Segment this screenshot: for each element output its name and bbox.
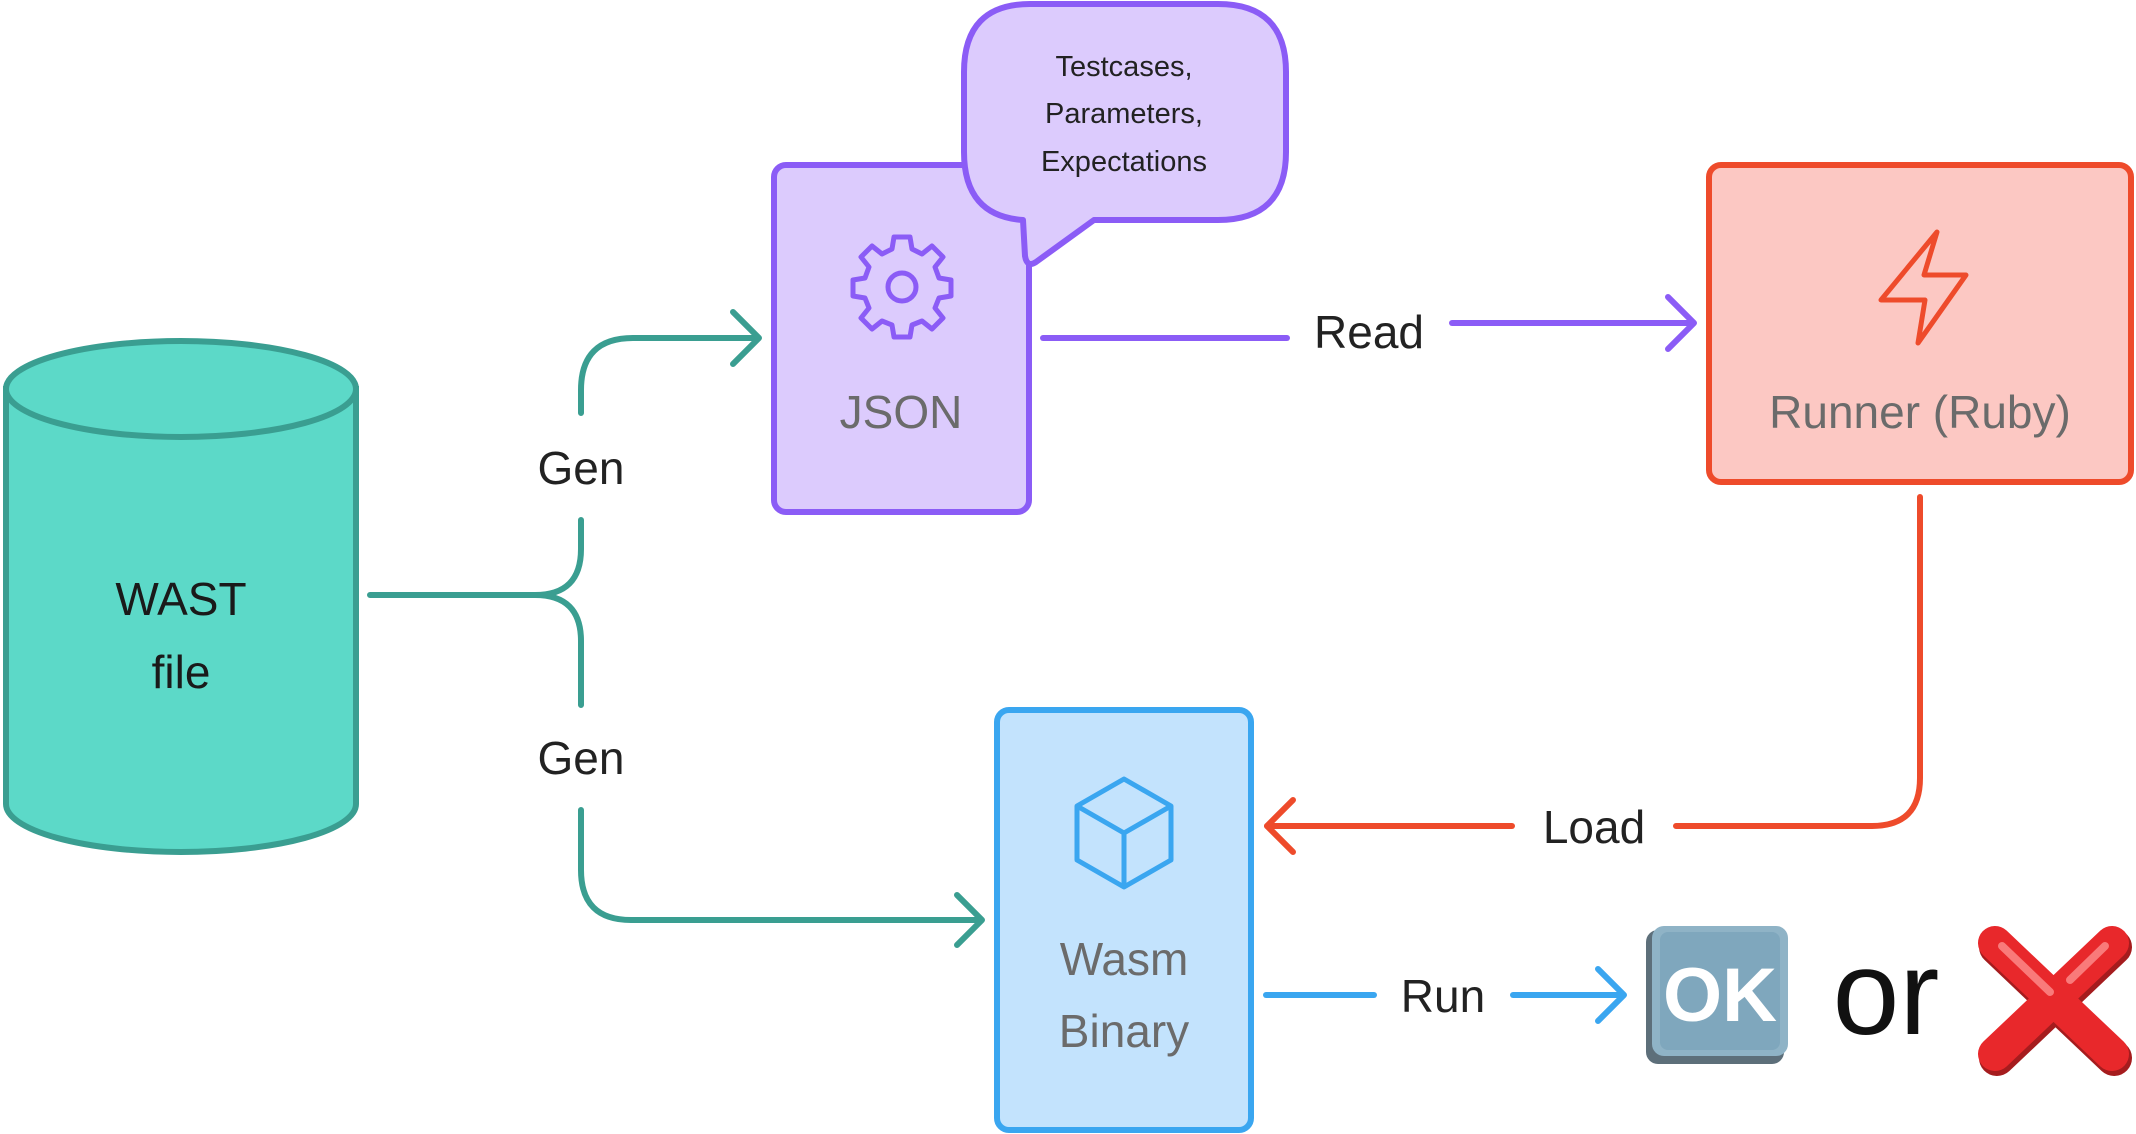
- ok-text: OK: [1663, 953, 1777, 1038]
- split-lower-curve: [532, 592, 584, 708]
- wast-label-line2: file: [152, 646, 211, 698]
- gen-bottom-line: [578, 807, 981, 923]
- wasm-box: [994, 707, 1254, 1133]
- load-label: Load: [1543, 801, 1645, 853]
- wasm-label-line2: Binary: [1059, 1005, 1189, 1057]
- runner-label: Runner (Ruby): [1769, 386, 2071, 438]
- cylinder-top: [3, 338, 359, 440]
- runner-node: Runner (Ruby): [1706, 162, 2134, 485]
- read-label: Read: [1314, 306, 1424, 358]
- wast-file-node: WAST file: [3, 338, 359, 855]
- gen-top-label: Gen: [538, 442, 625, 494]
- cross-mark-emoji: [1978, 926, 2132, 1076]
- lightning-icon: [1878, 229, 1969, 346]
- json-callout-bubble: Testcases, Parameters, Expectations: [961, 1, 1289, 267]
- bubble-line3: Expectations: [1041, 146, 1207, 178]
- result-group: OK or: [1646, 926, 2132, 1076]
- run-arrowhead: [1595, 966, 1627, 1024]
- gen-connectors: [367, 309, 985, 948]
- load-edge: [1264, 494, 1923, 855]
- wast-to-split-line: [367, 517, 584, 598]
- cube-icon: [1074, 776, 1174, 890]
- wasm-binary-node: Wasm Binary: [994, 707, 1254, 1133]
- gen-bottom-arrowhead: [954, 892, 985, 948]
- ok-button-emoji: OK: [1646, 926, 1788, 1064]
- json-label: JSON: [840, 386, 963, 438]
- run-label: Run: [1401, 970, 1485, 1022]
- run-edge: [1263, 966, 1627, 1024]
- cylinder-body: [3, 386, 359, 855]
- gen-top-line: [578, 335, 758, 416]
- bubble-line1: Testcases,: [1056, 51, 1193, 83]
- gear-icon: [850, 234, 954, 340]
- json-node: JSON: [771, 162, 1032, 515]
- load-line-right: [1673, 494, 1923, 829]
- wasm-label-line1: Wasm: [1060, 933, 1189, 985]
- read-arrowhead: [1665, 294, 1697, 352]
- gen-bottom-label: Gen: [538, 732, 625, 784]
- bubble-line2: Parameters,: [1045, 98, 1203, 130]
- wast-label-line1: WAST: [115, 573, 246, 625]
- or-text: or: [1833, 926, 1940, 1060]
- bubble-shape: [961, 1, 1289, 267]
- gen-top-arrowhead: [730, 309, 762, 367]
- read-edge: [1040, 294, 1697, 352]
- load-arrowhead: [1264, 797, 1296, 855]
